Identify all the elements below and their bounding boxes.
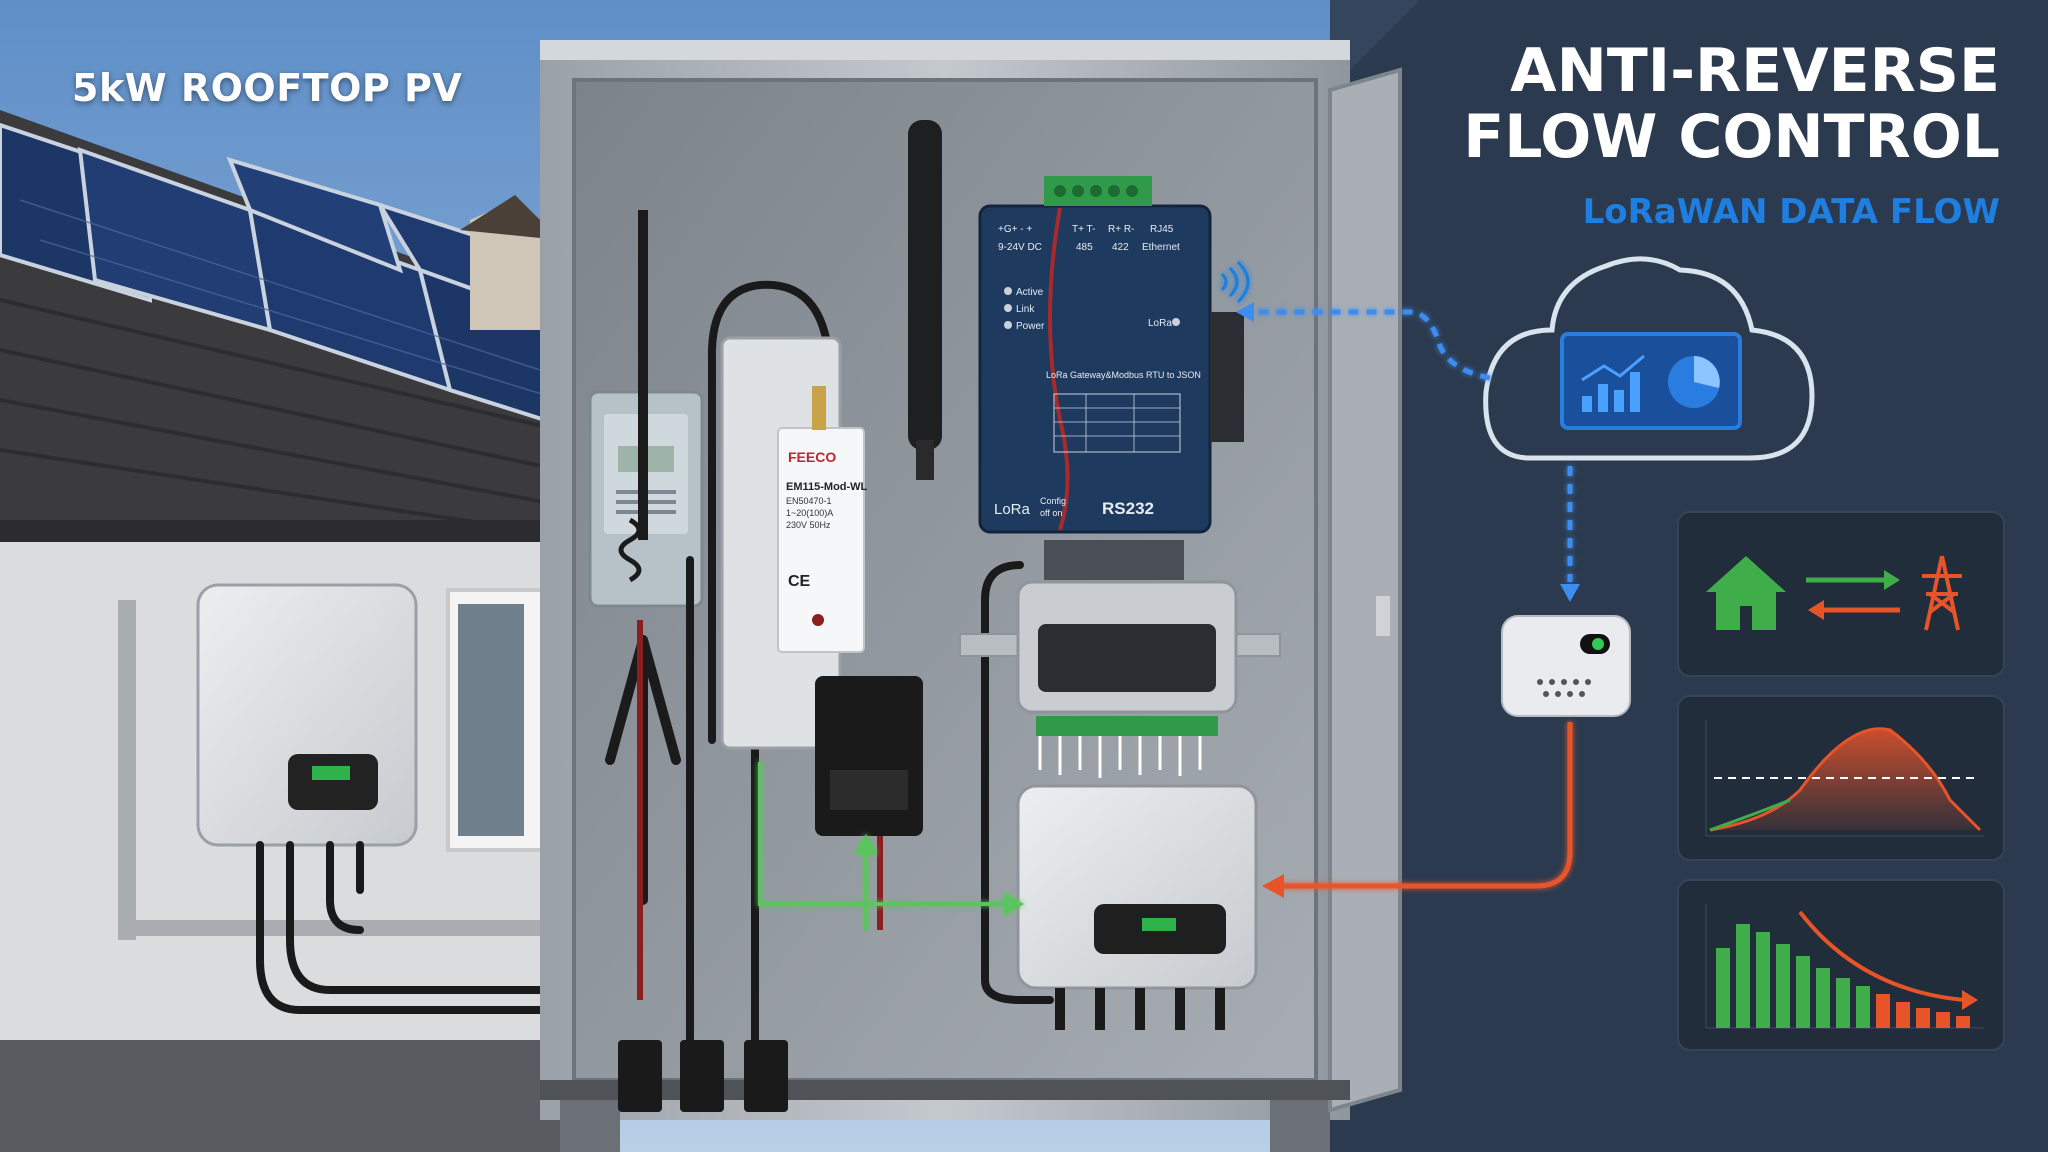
gutter	[0, 520, 560, 542]
smart-meter: FEECO EM115-Mod-WL EN50470-1 1~20(100)A …	[720, 336, 868, 750]
meter-model: EM115-Mod-WL	[786, 481, 868, 493]
meter-marks: CE	[788, 573, 811, 590]
meter-voltage: 230V 50Hz	[786, 520, 831, 530]
meter-standard: EN50470-1	[786, 496, 832, 506]
lora-gateway	[978, 176, 1244, 580]
meter-brand: FEECO	[788, 449, 836, 465]
house	[0, 110, 564, 1152]
control-signal-path	[1280, 722, 1573, 889]
pv-system-label: 5kW ROOFTOP PV	[72, 66, 463, 110]
green-flow-path	[758, 762, 1025, 930]
title-line-2: FLOW CONTROL	[1463, 102, 2000, 172]
gateway-led-lora: LoRa	[1148, 318, 1172, 329]
cabinet-inverter	[1016, 784, 1258, 1030]
subtitle: LoRaWAN DATA FLOW	[1582, 192, 2000, 232]
gateway-ethernet: Ethernet	[1142, 242, 1180, 253]
card-energy-exchange	[1677, 511, 2005, 677]
gateway-led-active: Active	[1016, 287, 1044, 298]
cabinet-door	[1328, 67, 1402, 1113]
antenna-left	[638, 210, 648, 540]
antenna-main	[908, 120, 942, 450]
gateway-description: LoRa Gateway&Modbus RTU to JSON	[1046, 370, 1201, 380]
wifi-icon	[1220, 260, 1250, 304]
gateway-led-power: Power	[1016, 321, 1045, 332]
gateway-485-label: 485	[1076, 242, 1093, 253]
gateway-rj45: RJ45	[1150, 224, 1174, 235]
gateway-bottom-rs232: RS232	[1102, 499, 1154, 518]
gateway-bottom-offon: off on	[1040, 508, 1062, 518]
gateway-422-terminals: R+ R-	[1108, 224, 1134, 235]
gateway-422-label: 422	[1112, 242, 1129, 253]
cloud-icon	[1483, 256, 1815, 461]
card-generation-curve	[1677, 695, 2005, 861]
gateway-power-terminals: +G+ - +	[998, 224, 1032, 235]
ct-clamp	[815, 676, 923, 836]
gateway-bottom-lora: LoRa	[994, 501, 1031, 518]
lora-downlink-path	[1248, 309, 1573, 582]
title-line-1: ANTI-REVERSE	[1510, 36, 2000, 106]
gateway-led-link: Link	[1016, 304, 1035, 315]
exchange-arrows-icon	[1806, 570, 1900, 620]
gateway-bottom-config: Config	[1040, 496, 1066, 506]
gateway-485-terminals: T+ T-	[1072, 224, 1095, 235]
lora-sensor-node	[1501, 615, 1631, 717]
meter-current: 1~20(100)A	[786, 508, 833, 518]
gateway-power-spec: 9-24V DC	[998, 242, 1042, 253]
transmission-tower-icon	[1922, 555, 1962, 631]
card-bar-decline	[1677, 879, 2005, 1051]
house-icon	[1706, 556, 1786, 630]
controller-module	[1016, 580, 1238, 736]
